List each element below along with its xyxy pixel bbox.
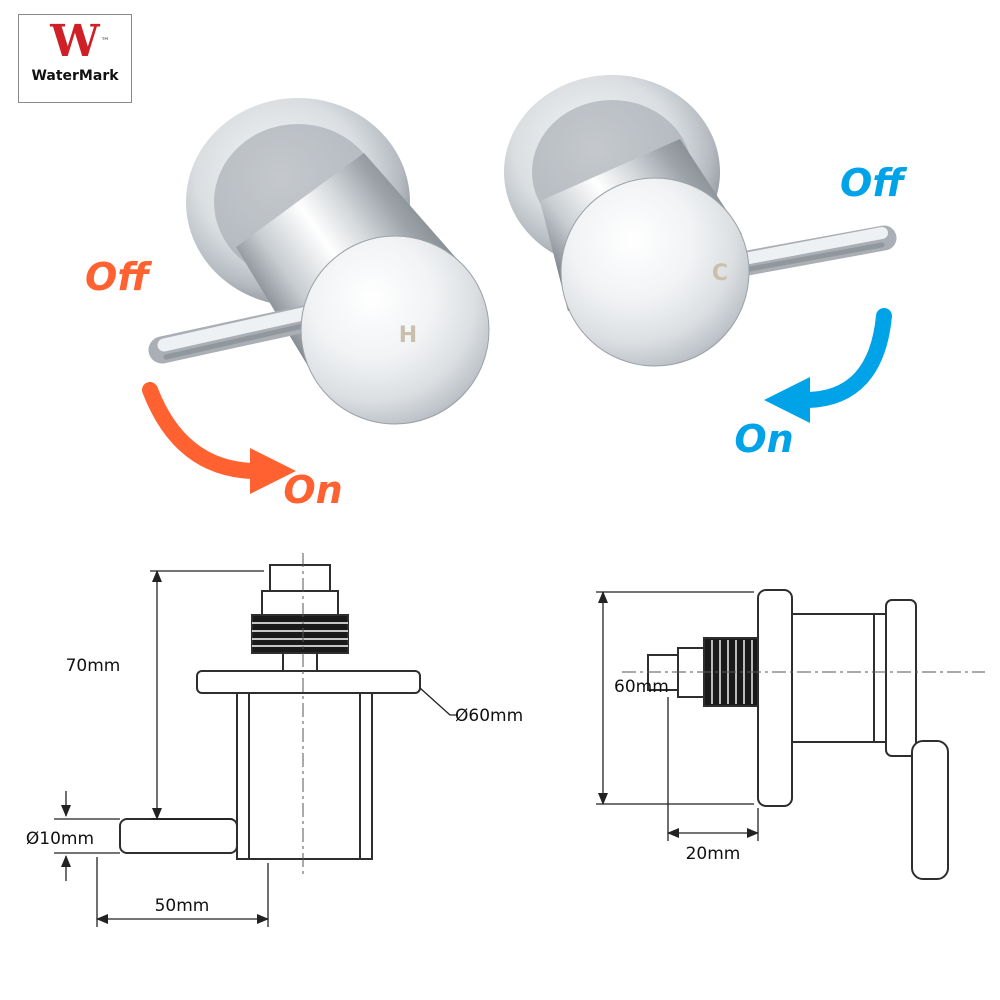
cold-lever-handle bbox=[729, 225, 897, 277]
dim-60mm bbox=[596, 591, 754, 805]
front-lever-rod bbox=[119, 818, 238, 854]
dim-handle-length-label: 50mm bbox=[155, 896, 210, 916]
front-body bbox=[236, 692, 373, 860]
hot-off-label: Off bbox=[85, 255, 152, 299]
front-flange-plate bbox=[196, 670, 421, 694]
hot-handle-face bbox=[300, 235, 490, 425]
cold-on-arrowhead-icon bbox=[764, 377, 810, 423]
side-flange-plate bbox=[757, 589, 793, 807]
front-threaded-section bbox=[251, 614, 349, 654]
trademark-symbol: ™ bbox=[100, 37, 110, 47]
watermark-logo-label: WaterMark bbox=[31, 68, 119, 84]
dim-20mm bbox=[667, 697, 759, 841]
watermark-certification-logo: W ™ WaterMark bbox=[18, 14, 132, 103]
hot-lever-handle bbox=[148, 302, 332, 364]
side-front-cap bbox=[885, 599, 917, 757]
side-view-drawing: 60mm 20mm bbox=[596, 589, 985, 880]
cold-on-arrow bbox=[800, 308, 892, 408]
dim-10mm bbox=[54, 791, 120, 881]
front-neck bbox=[282, 652, 318, 672]
dim-side-height-label: 60mm bbox=[614, 677, 669, 697]
front-view-valve-outline bbox=[119, 564, 421, 860]
dim-70mm bbox=[150, 570, 264, 820]
dimension-diagrams: 70mm Ø60mm Ø10mm 50mm bbox=[26, 553, 985, 927]
hot-cap-letter: H bbox=[399, 323, 417, 348]
side-view-valve-outline bbox=[647, 589, 949, 880]
cold-on-label: On bbox=[734, 417, 793, 461]
cold-off-label: Off bbox=[840, 161, 907, 205]
front-view-drawing: 70mm Ø60mm Ø10mm 50mm bbox=[26, 553, 523, 927]
front-cartridge-stem bbox=[269, 564, 331, 592]
watermark-w-icon: W ™ bbox=[50, 16, 109, 67]
hot-on-arrow bbox=[142, 382, 260, 479]
side-body bbox=[791, 613, 887, 743]
dim-depth-label: 20mm bbox=[686, 844, 741, 864]
watermark-letter: W bbox=[50, 16, 100, 67]
hot-on-arrowhead-icon bbox=[250, 448, 296, 494]
tap-handles-photo: H C Off On Off On bbox=[85, 75, 907, 512]
hot-on-label: On bbox=[283, 468, 342, 512]
dim-flange-diameter-label: Ø60mm bbox=[455, 706, 523, 726]
dim-handle-diameter-label: Ø10mm bbox=[26, 829, 94, 849]
cold-valve-assembly: C bbox=[504, 75, 897, 367]
dim-70mm-label: 70mm bbox=[66, 656, 121, 676]
front-cartridge-collar bbox=[261, 590, 339, 616]
hot-valve-assembly: H bbox=[148, 98, 490, 425]
dim-50mm bbox=[96, 857, 269, 927]
cold-handle-face bbox=[560, 177, 750, 367]
cold-cap-letter: C bbox=[712, 261, 728, 286]
dim-60mm-flange-leader bbox=[419, 687, 458, 716]
side-lever-rod bbox=[911, 740, 949, 880]
